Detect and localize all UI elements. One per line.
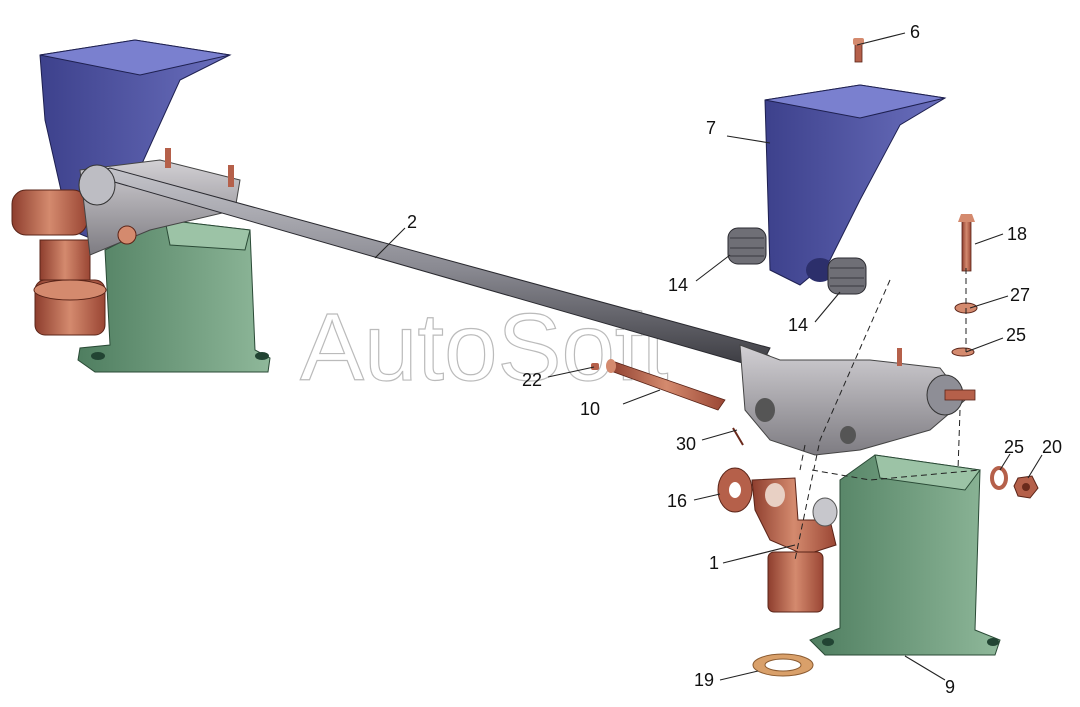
right-top-bracket <box>764 84 947 286</box>
grease-fitting-22 <box>591 363 599 370</box>
callout-18: 18 <box>1007 224 1027 244</box>
callout-22: 22 <box>522 370 542 390</box>
callout-9: 9 <box>945 677 955 697</box>
callout-7: 7 <box>706 118 716 138</box>
callout-labels: 6 7 2 14 14 18 27 25 22 10 30 25 20 16 1… <box>407 22 1062 697</box>
right-support-bracket-9 <box>809 454 1001 656</box>
bolt-18 <box>958 214 975 272</box>
rubber-bushing-left <box>727 227 767 265</box>
callout-16: 16 <box>667 491 687 511</box>
left-support-bracket <box>77 219 271 373</box>
right-lever-arm <box>739 344 976 456</box>
rubber-bushing-right <box>827 257 867 295</box>
callout-20: 20 <box>1042 437 1062 457</box>
callout-1: 1 <box>709 553 719 573</box>
assembly-dashed-lines <box>794 268 981 561</box>
bolt-6 <box>853 38 864 63</box>
callout-30: 30 <box>676 434 696 454</box>
callout-19: 19 <box>694 670 714 690</box>
callout-14-left: 14 <box>668 275 688 295</box>
castle-nut-20 <box>1013 475 1039 499</box>
leader-lines <box>374 32 1043 681</box>
washer-25-top <box>951 347 975 357</box>
callout-25-top: 25 <box>1006 325 1026 345</box>
callout-25-side: 25 <box>1004 437 1024 457</box>
callout-14-right: 14 <box>788 315 808 335</box>
right-bushing-body-1 <box>751 477 838 613</box>
callout-6: 6 <box>910 22 920 42</box>
pin-10 <box>606 359 726 411</box>
callout-10: 10 <box>580 399 600 419</box>
left-bushing-assembly <box>11 189 107 336</box>
callout-27: 27 <box>1010 285 1030 305</box>
washer-25-side <box>990 466 1008 490</box>
callout-2: 2 <box>407 212 417 232</box>
